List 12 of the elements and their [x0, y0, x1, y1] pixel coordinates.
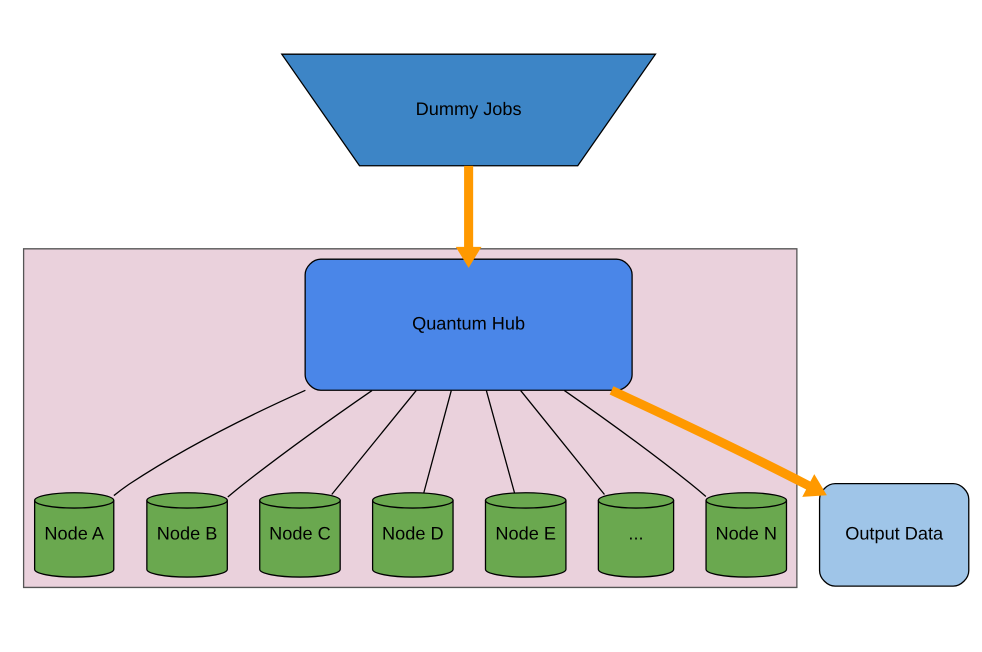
connector — [227, 390, 372, 498]
node-box: Quantum Hub — [304, 258, 633, 391]
connector — [423, 390, 452, 493]
connector — [113, 390, 306, 496]
connector — [564, 390, 706, 497]
cluster — [22, 248, 798, 588]
arrow — [456, 166, 482, 268]
connector — [486, 390, 516, 493]
arrow — [610, 386, 827, 497]
node-box: Output Data — [818, 482, 970, 587]
connector — [520, 390, 605, 495]
connector — [331, 390, 417, 495]
